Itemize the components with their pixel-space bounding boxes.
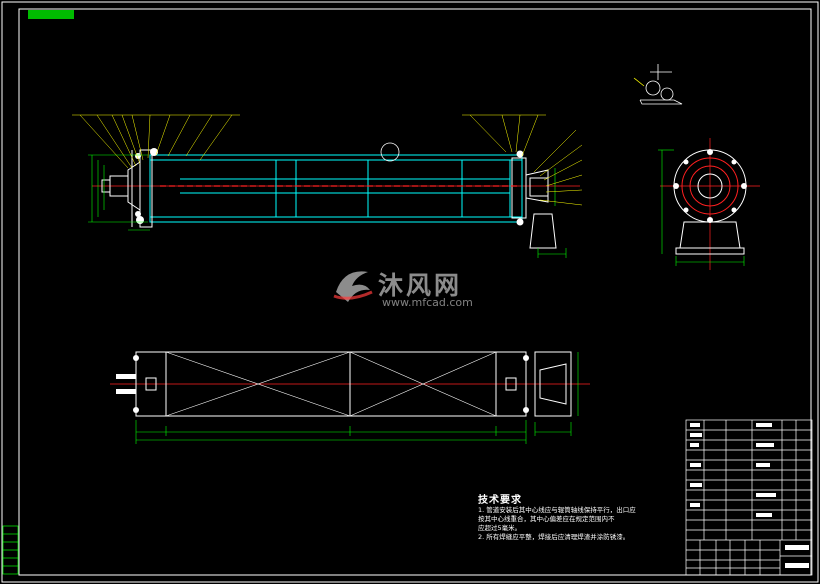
right-bolt-top — [516, 150, 524, 158]
right-head-assembly — [511, 157, 557, 249]
watermark: 沐风网 www.mfcad.com — [330, 262, 500, 312]
watermark-url: www.mfcad.com — [382, 296, 473, 309]
tech-note-line: 2. 所有焊缝应平整，焊接后应清理焊渣并涂防锈漆。 — [478, 533, 630, 541]
left-bolt-top — [150, 148, 158, 156]
binding-strip — [2, 525, 19, 575]
right-bolt-bottom — [516, 218, 524, 226]
tech-note-line: 1. 管道安装后其中心线应与辊筒轴线保持平行，出口应 — [478, 506, 636, 514]
left-head-assembly — [101, 149, 153, 228]
plan-body — [135, 351, 527, 417]
surface-roughness-icon — [633, 64, 683, 105]
plan-view — [110, 351, 590, 444]
side-end-view — [658, 138, 760, 270]
technical-requirements: 技术要求 1. 管道安装后其中心线应与辊筒轴线保持平行，出口应 按其中心线重合，… — [478, 491, 636, 542]
tech-notes-title: 技术要求 — [478, 495, 522, 506]
watermark-title: 沐风网 — [378, 271, 463, 300]
left-bolt-bottom — [136, 216, 144, 224]
corner-tag — [28, 10, 74, 19]
tech-note-line: 按其中心线重合，其中心偏差应在规定范围内不 — [478, 515, 615, 523]
main-tube — [149, 154, 523, 223]
title-block — [685, 419, 813, 576]
front-section-view — [72, 114, 583, 258]
title-block-fill — [690, 423, 809, 568]
detail-marker — [380, 142, 400, 162]
mfcad-logo-icon — [333, 271, 373, 302]
tech-note-line: 应超过5毫米。 — [478, 524, 522, 532]
